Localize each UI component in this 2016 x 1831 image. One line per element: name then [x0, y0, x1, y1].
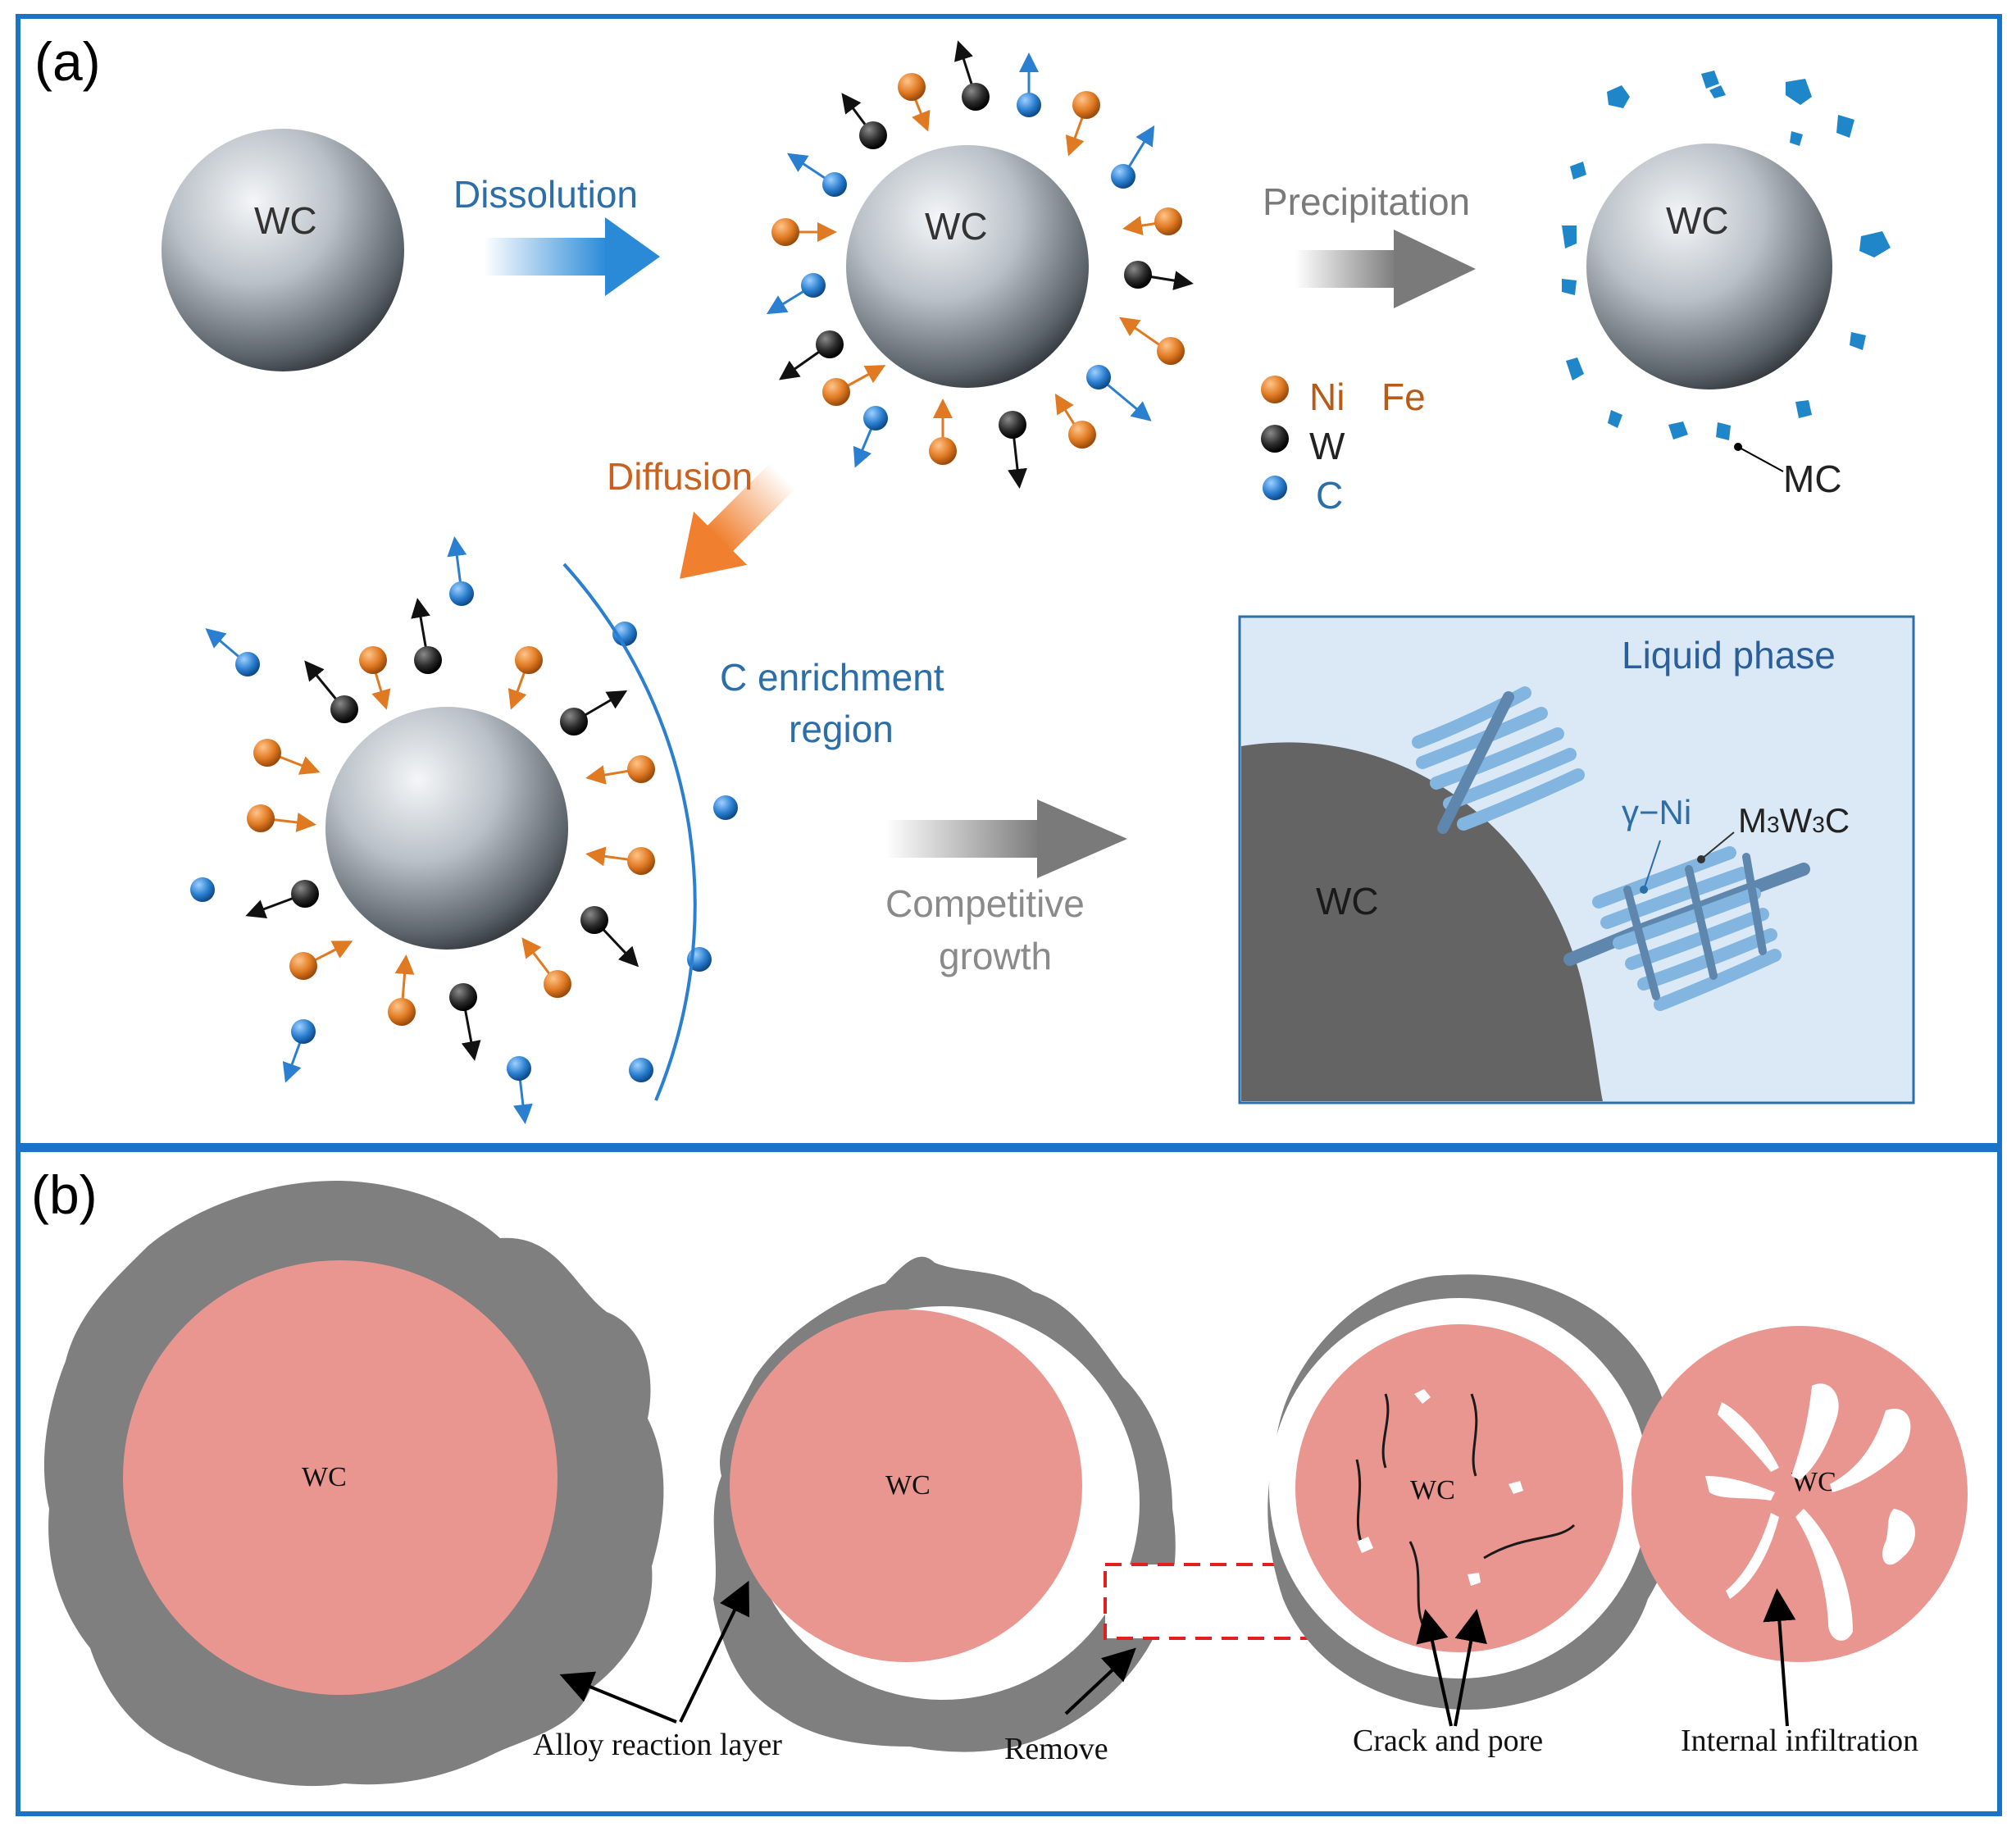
gamma-ni-label: γ−Ni — [1622, 793, 1691, 831]
dissolution-label: Dissolution — [453, 173, 638, 216]
competitive-growth-arrow — [885, 799, 1127, 878]
dissolution-arrow — [484, 217, 660, 296]
particle-2-wc-label: WC — [885, 1470, 931, 1501]
wc-sphere-3-label: WC — [1666, 199, 1729, 242]
particle-4: WC — [1631, 1326, 1968, 1662]
panel-b-label: (b) — [31, 1164, 98, 1225]
particle-2: WC — [713, 1256, 1176, 1752]
inset-wc-label: WC — [1316, 880, 1379, 922]
alloy-reaction-layer-label: Alloy reaction layer — [533, 1728, 782, 1762]
particle-4-infiltration — [1705, 1383, 1916, 1641]
mc-precipitates — [1562, 71, 1891, 440]
particle-3: WC — [1267, 1274, 1680, 1710]
legend-ni: Ni — [1309, 376, 1345, 418]
wc-sphere-4 — [325, 707, 568, 950]
particle-3-pores — [1357, 1389, 1523, 1586]
particle-1-wc-label: WC — [302, 1462, 347, 1492]
wc-sphere-1: WC — [162, 129, 404, 371]
legend-fe: Fe — [1381, 376, 1426, 418]
legend-c: C — [1316, 474, 1343, 517]
wc-sphere-3: WC — [1586, 143, 1832, 389]
sphere-4-atoms — [190, 536, 738, 1124]
dendrite-2 — [1563, 846, 1810, 1011]
legend-w: W — [1309, 425, 1345, 467]
c-enrichment-label-line2: region — [789, 708, 894, 750]
annotation-arrows — [559, 1580, 1796, 1727]
m3w3c-label: M3W3C — [1738, 801, 1850, 840]
internal-infiltration-label: Internal infiltration — [1681, 1724, 1918, 1758]
sphere-2-atoms — [766, 40, 1194, 489]
wc-sphere-2-label: WC — [925, 205, 988, 248]
wc-sphere-1-label: WC — [254, 199, 317, 242]
liquid-phase-inset: WC Liquid phase — [1238, 615, 1915, 1105]
particle-3-wc-label: WC — [1410, 1475, 1455, 1505]
competitive-label-line1: Competitive — [885, 882, 1085, 925]
panel-a-frame — [16, 14, 2002, 1148]
liquid-phase-label: Liquid phase — [1622, 634, 1836, 676]
c-enrichment-boundary — [562, 563, 697, 1101]
panel-b-frame — [16, 1147, 2002, 1816]
competitive-label-line2: growth — [939, 935, 1052, 977]
precipitation-label: Precipitation — [1263, 180, 1470, 223]
wc-sphere-2: WC — [846, 145, 1089, 388]
remove-label: Remove — [1004, 1732, 1108, 1766]
diffusion-arrow — [680, 462, 796, 579]
dendrite-1 — [1412, 686, 1585, 834]
diffusion-label: Diffusion — [607, 455, 753, 498]
particle-1: WC — [43, 1181, 664, 1787]
panel-a-label: (a) — [34, 31, 101, 92]
mc-label: MC — [1783, 458, 1842, 500]
c-enrichment-label-line1: C enrichment — [720, 656, 944, 699]
precipitation-arrow — [1295, 230, 1476, 308]
mc-pointer — [1734, 443, 1784, 472]
crack-and-pore-label: Crack and pore — [1353, 1724, 1543, 1758]
atom-legend: Ni Fe W C — [1261, 376, 1426, 517]
